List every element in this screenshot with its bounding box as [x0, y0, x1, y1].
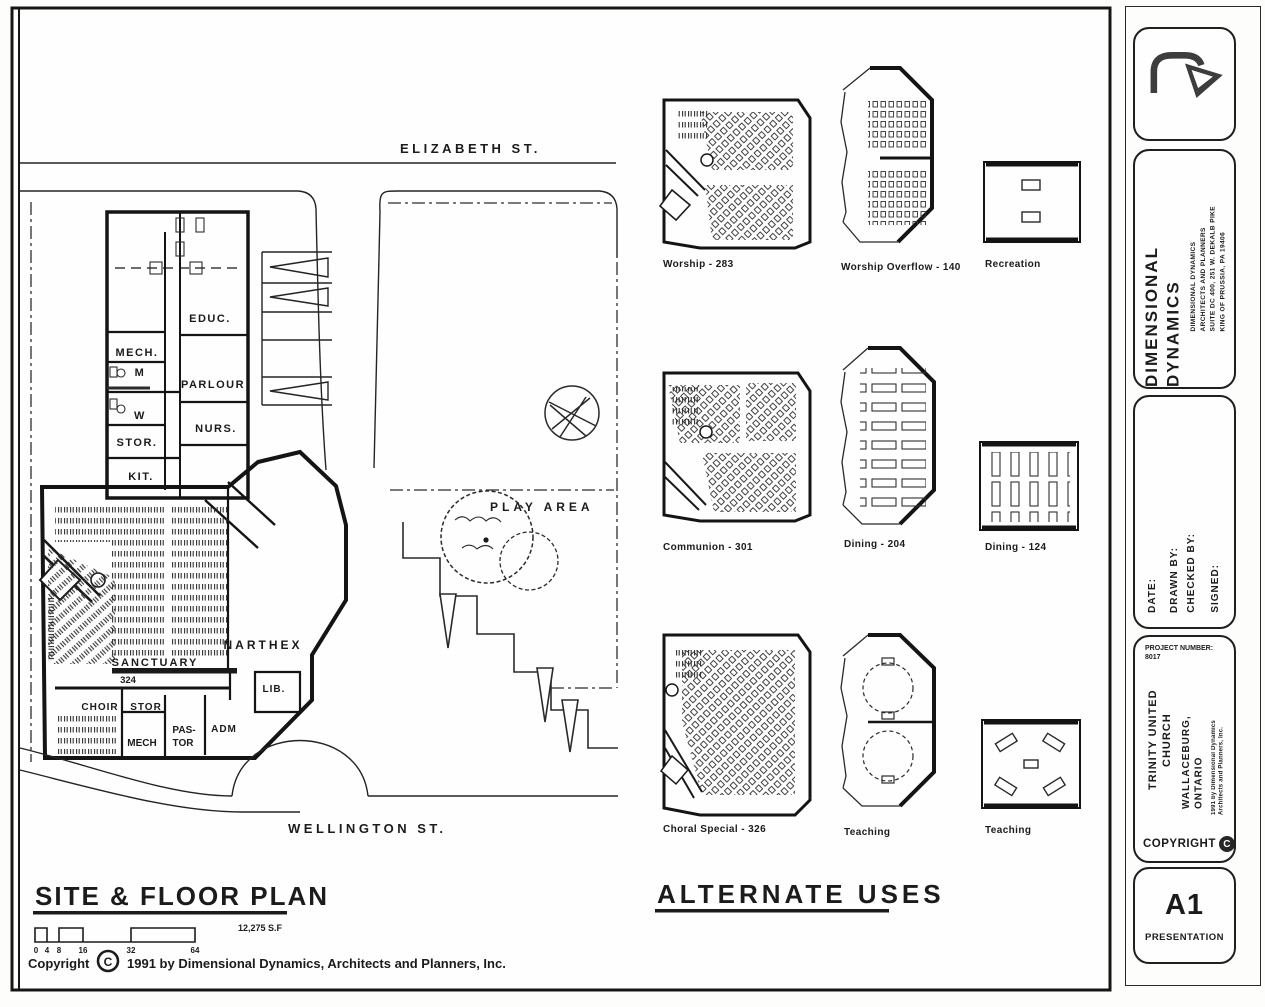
copyright-badge-icon: C — [1218, 836, 1235, 852]
wellington-street-lines — [19, 739, 618, 813]
scale-tick-64: 64 — [191, 946, 200, 955]
copyright-suffix: 1991 by Dimensional Dynamics, Architects… — [127, 956, 506, 971]
sheet-number: A1 — [1164, 888, 1205, 921]
room-label-adm: ADM — [211, 724, 237, 735]
client-location: WALLACEBURG, ONTARIO — [1181, 715, 1205, 809]
alt-label-recreation: Recreation — [985, 259, 1041, 270]
field-drawn-by: DRAWN BY: — [1169, 546, 1180, 613]
title-block-sheet-panel: A1 PRESENTATION — [1133, 867, 1236, 964]
title-block-firm-panel: DIMENSIONAL DYNAMICS DIMENSIONAL DYNAMIC… — [1133, 149, 1236, 389]
room-label-pastor-1: PAS- — [172, 725, 195, 736]
room-label-mech-top: MECH. — [116, 347, 159, 359]
thumb-worship-overflow — [840, 66, 934, 244]
property-lines — [30, 202, 618, 762]
room-label-sanctuary: SANCTUARY — [112, 657, 199, 669]
scale-tick-16: 16 — [79, 946, 88, 955]
alt-label-choral-special: Choral Special - 326 — [663, 824, 766, 835]
sanctuary-pews — [44, 502, 228, 754]
tree-symbols — [440, 490, 559, 591]
room-label-lib: LIB. — [263, 684, 286, 695]
sheet-type: PRESENTATION — [1144, 931, 1224, 943]
alt-label-worship: Worship - 283 — [663, 259, 734, 270]
room-label-sanctuary-seats: 324 — [120, 675, 137, 686]
education-wing-fixtures — [107, 217, 205, 414]
copyright-label: COPYRIGHT — [1143, 838, 1216, 850]
room-label-nurs: NURS. — [195, 423, 237, 435]
field-checked-by: CHECKED BY: — [1185, 533, 1197, 613]
copyright-symbol-icon — [96, 949, 120, 973]
play-area-label: PLAY AREA — [490, 500, 594, 514]
room-label-narthex: NARTHEX — [223, 638, 302, 652]
copyright-prefix: Copyright — [28, 956, 90, 971]
elizabeth-street-label: ELIZABETH ST. — [400, 141, 541, 156]
firm-address: DIMENSIONAL DYNAMICS ARCHITECTS AND PLAN… — [1190, 206, 1227, 332]
alternate-uses-underline — [655, 909, 889, 913]
area-label: 12,275 S.F — [238, 923, 283, 933]
room-label-mech: MECH — [127, 738, 156, 749]
alt-label-worship-overflow: Worship Overflow - 140 — [841, 262, 961, 273]
scale-tick-4: 4 — [45, 946, 50, 955]
room-label-stor-top: STOR. — [117, 437, 158, 449]
copyright-symbol-letter: C — [104, 955, 113, 969]
title-block-logo-panel — [1133, 27, 1236, 141]
alt-label-teaching-1: Teaching — [844, 827, 890, 838]
field-date: DATE: — [1146, 578, 1158, 613]
title-block: DIMENSIONAL DYNAMICS DIMENSIONAL DYNAMIC… — [1125, 6, 1261, 986]
path-direction-arrows — [439, 593, 579, 753]
firm-logo-arrow-icon — [1150, 52, 1223, 98]
wellington-street-label: WELLINGTON ST. — [288, 821, 447, 836]
thumb-choral-special — [659, 633, 812, 817]
thumb-teaching-large — [840, 633, 936, 808]
project-number-label: PROJECT NUMBER: — [1145, 645, 1214, 652]
room-label-stor: STOR — [130, 702, 162, 713]
scale-bar: 0 4 8 16 32 64 — [34, 927, 200, 955]
room-label-pastor-2: TOR — [173, 738, 195, 749]
room-label-w: W — [134, 410, 146, 422]
site-plan-title-underline — [33, 911, 287, 915]
thumb-worship — [658, 98, 812, 250]
thumb-dining-124 — [979, 441, 1079, 531]
thumb-dining-204 — [840, 346, 936, 526]
project-number: 8017 — [1145, 654, 1161, 662]
room-label-choir: CHOIR — [81, 702, 118, 713]
copyright-small: 1991 by Dimensional Dynamics Architects … — [1211, 720, 1225, 815]
thumb-teaching-small — [981, 719, 1081, 809]
room-label-kit: KIT. — [128, 471, 154, 483]
site-plan-title: SITE & FLOOR PLAN — [35, 881, 329, 911]
field-signed: SIGNED: — [1210, 564, 1221, 613]
room-label-educ: EDUC. — [189, 313, 231, 325]
title-block-fields-panel: DATE: DRAWN BY: CHECKED BY: SIGNED: — [1133, 395, 1236, 629]
title-block-project-panel: PROJECT NUMBER: 8017 TRINITY UNITED CHUR… — [1133, 635, 1236, 863]
education-wing-walls — [105, 210, 250, 500]
copyright-line: Copyright C 1991 by Dimensional Dynamics… — [28, 949, 506, 973]
alt-label-dining-124: Dining - 124 — [985, 542, 1047, 553]
drawing-area: ELIZABETH ST. EDUC. MECH. M PARLOUR W — [10, 6, 1112, 992]
scale-tick-8: 8 — [57, 946, 62, 955]
thumb-communion — [662, 371, 812, 523]
room-label-parlour: PARLOUR — [181, 379, 245, 391]
client-name: TRINITY UNITED CHURCH — [1147, 689, 1173, 791]
alt-label-dining-204: Dining - 204 — [844, 539, 906, 550]
alt-label-communion: Communion - 301 — [663, 542, 753, 553]
firm-name: DIMENSIONAL DYNAMICS — [1141, 246, 1182, 387]
parking-lane-arrows — [261, 251, 332, 406]
alt-label-teaching-2: Teaching — [985, 825, 1031, 836]
scale-tick-32: 32 — [127, 946, 136, 955]
survey-marker-circle — [544, 385, 600, 441]
terrace-steps — [402, 522, 618, 749]
thumb-recreation — [983, 161, 1081, 243]
scale-tick-0: 0 — [34, 946, 39, 955]
elizabeth-street-lines — [20, 162, 618, 471]
alternate-uses-title: ALTERNATE USES — [657, 879, 945, 909]
room-label-m: M — [135, 367, 146, 379]
